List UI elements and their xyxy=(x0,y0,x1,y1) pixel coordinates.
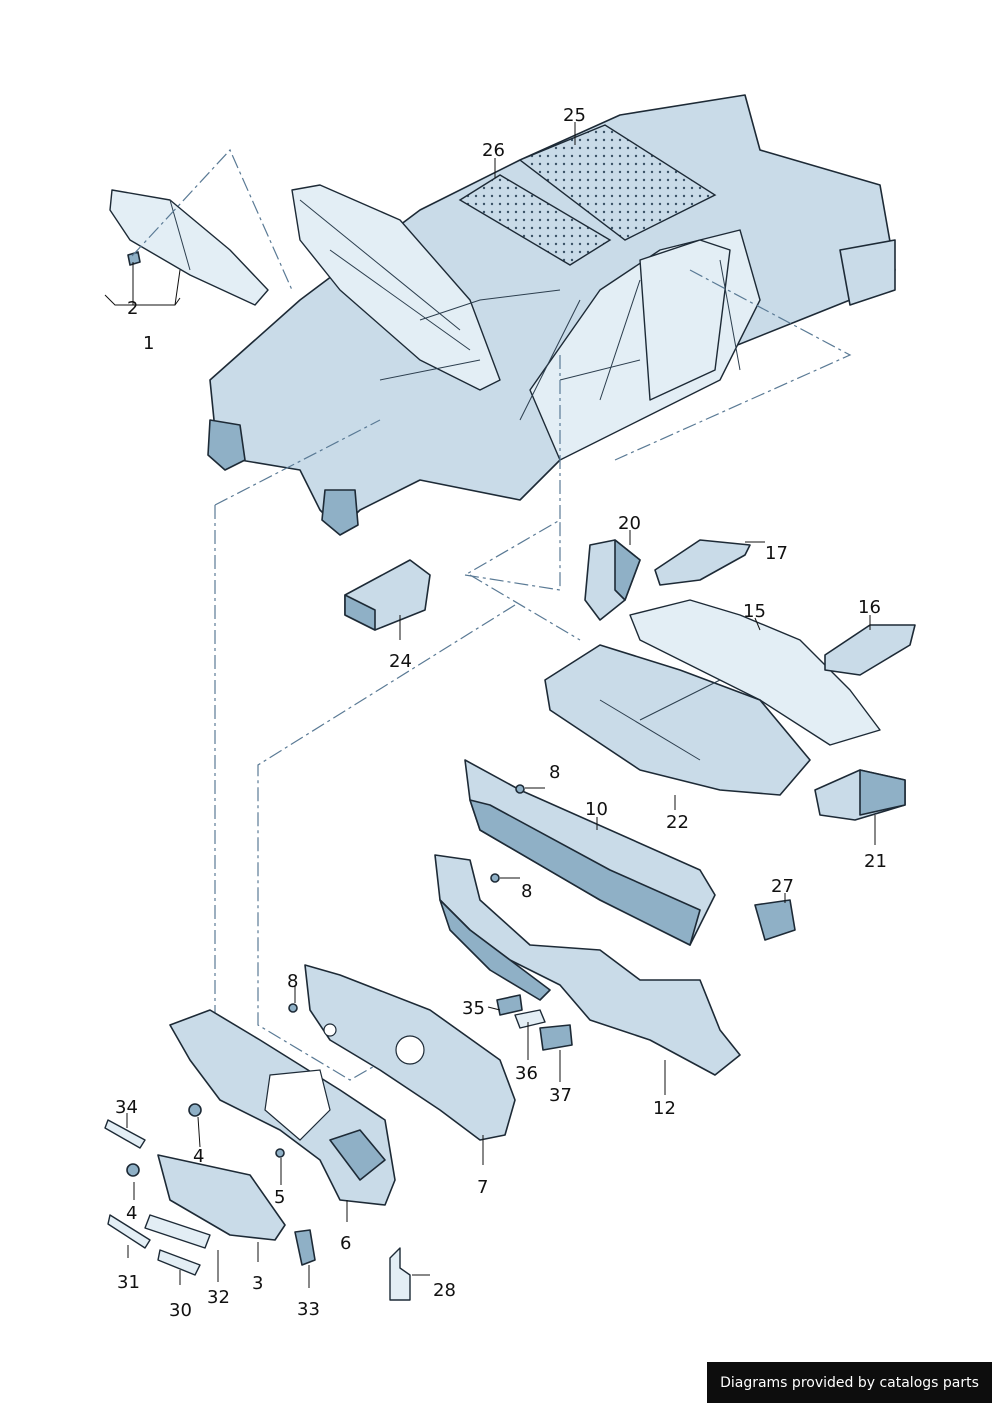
roof-mat-25 xyxy=(518,124,717,241)
callout-37: 37 xyxy=(549,1085,572,1106)
callout-26: 26 xyxy=(482,140,505,161)
callout-labels: 1 2 3 4 4 5 6 7 8 8 8 10 12 15 16 17 20 … xyxy=(115,105,887,1321)
callout-36: 36 xyxy=(515,1063,538,1084)
callout-30: 30 xyxy=(169,1300,192,1321)
part-20-wheelhouse-liner xyxy=(584,539,641,621)
callout-22: 22 xyxy=(666,812,689,833)
callout-7: 7 xyxy=(477,1177,488,1198)
callout-8c: 8 xyxy=(521,881,532,902)
small-parts xyxy=(104,784,573,1301)
callout-8b: 8 xyxy=(549,762,560,783)
part-22-floor-mat xyxy=(544,644,811,796)
callout-28: 28 xyxy=(433,1280,456,1301)
part-12-bulkhead-insulation xyxy=(434,854,741,1076)
callout-31: 31 xyxy=(117,1272,140,1293)
callout-15: 15 xyxy=(743,601,766,622)
callout-1: 1 xyxy=(143,333,154,354)
callout-27: 27 xyxy=(771,876,794,897)
callout-24: 24 xyxy=(389,651,412,672)
callout-20: 20 xyxy=(618,513,641,534)
callout-3: 3 xyxy=(252,1273,263,1294)
callout-34: 34 xyxy=(115,1097,138,1118)
part-10-plenum-panel xyxy=(464,759,716,946)
callout-32: 32 xyxy=(207,1287,230,1308)
leader-lines xyxy=(104,122,876,1288)
reference-lines xyxy=(131,148,852,1081)
part-21-wheelhouse-liner xyxy=(814,769,906,821)
footer-credit: Diagrams provided by catalogs parts xyxy=(707,1362,992,1403)
callout-2: 2 xyxy=(127,298,138,319)
callout-6: 6 xyxy=(340,1233,351,1254)
callout-4a: 4 xyxy=(193,1146,204,1167)
part-16-pad xyxy=(824,624,916,676)
part-3-insulation xyxy=(157,1154,286,1241)
callout-10: 10 xyxy=(585,799,608,820)
roof-mat-26 xyxy=(458,174,612,266)
part-1-seal-foil xyxy=(109,189,269,306)
callout-16: 16 xyxy=(858,597,881,618)
part-7-bulkhead-insulation xyxy=(304,964,516,1141)
callout-5: 5 xyxy=(274,1187,285,1208)
part-27-clip xyxy=(754,899,796,941)
car-body-shell xyxy=(207,94,896,536)
callout-21: 21 xyxy=(864,851,887,872)
callout-35: 35 xyxy=(462,998,485,1019)
part-15-insulation-strip xyxy=(629,599,881,746)
callout-12: 12 xyxy=(653,1098,676,1119)
callout-33: 33 xyxy=(297,1299,320,1320)
callout-4b: 4 xyxy=(126,1203,137,1224)
part-17-pad xyxy=(654,539,751,586)
callout-17: 17 xyxy=(765,543,788,564)
part-6-bulkhead xyxy=(169,1009,396,1206)
callout-8a: 8 xyxy=(287,971,298,992)
callout-25: 25 xyxy=(563,105,586,126)
part-24-bracket-insulation xyxy=(344,559,431,631)
